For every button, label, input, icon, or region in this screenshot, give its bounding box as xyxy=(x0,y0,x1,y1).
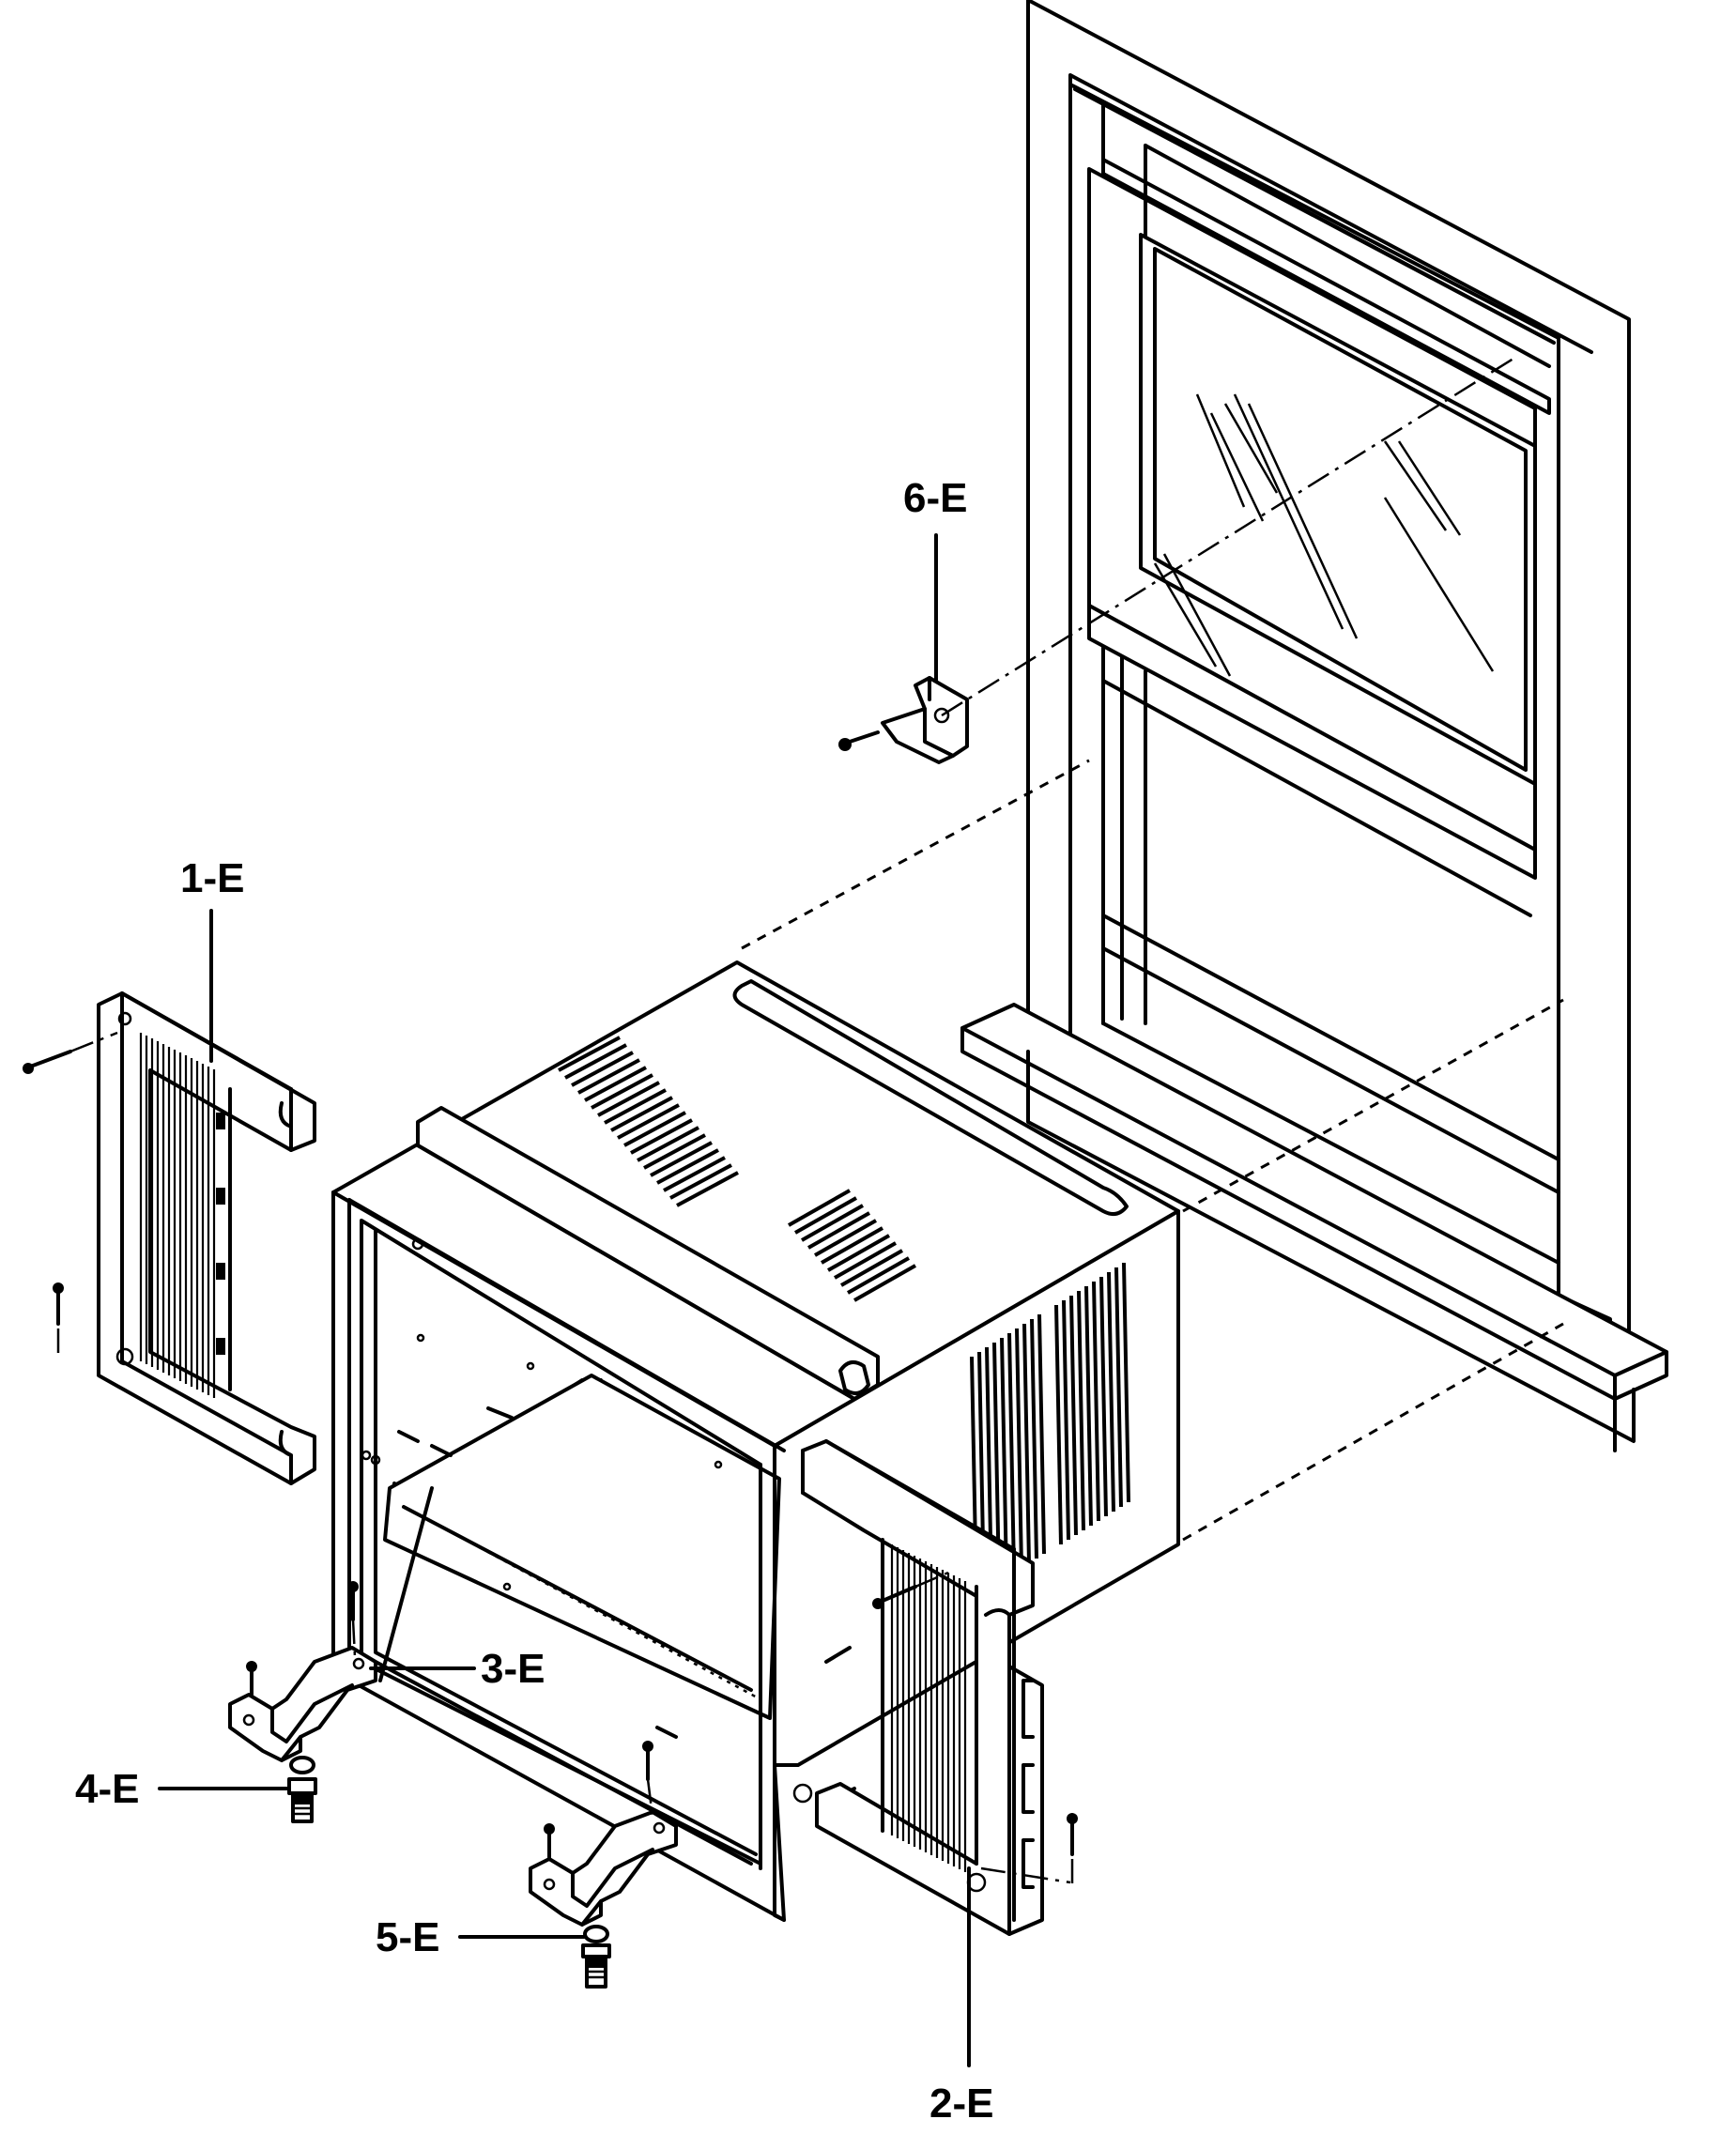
callout-1-e: 1-E xyxy=(180,855,244,1063)
left-curtain-panel xyxy=(23,991,316,1485)
screw-icon xyxy=(23,1031,118,1074)
callout-5-e: 5-E xyxy=(376,1914,586,1960)
callout-4-e: 4-E xyxy=(75,1766,291,1812)
callout-4-e-label: 4-E xyxy=(75,1766,139,1812)
window-lock-bracket xyxy=(838,355,1517,764)
callout-3-e: 3-E xyxy=(369,1646,545,1692)
callout-2-e: 2-E xyxy=(929,1866,993,2127)
callout-2-e-label: 2-E xyxy=(929,2081,993,2127)
support-bracket-upper xyxy=(228,1581,377,1762)
right-curtain-pleats xyxy=(890,1544,967,1872)
screw-icon xyxy=(642,1741,654,1818)
screw-icon xyxy=(838,730,880,751)
top-vent-left xyxy=(558,1036,739,1207)
callout-1-e-label: 1-E xyxy=(180,855,244,901)
screw-icon xyxy=(872,1571,949,1609)
screw-icon xyxy=(246,1661,257,1697)
callout-6-e: 6-E xyxy=(903,475,967,683)
top-vent-right xyxy=(788,1189,916,1302)
window-frame xyxy=(960,0,1668,1452)
assembly-guide-lines xyxy=(741,759,1564,1542)
right-curtain-panel xyxy=(801,1439,1078,1936)
callout-6-e-label: 6-E xyxy=(903,475,967,521)
callout-3-e-label: 3-E xyxy=(481,1646,545,1692)
support-bracket-lower xyxy=(529,1741,678,1927)
ac-cabinet xyxy=(331,960,1180,1922)
leveling-bolt-upper xyxy=(287,1756,317,1823)
screw-icon xyxy=(980,1813,1078,1887)
screw-icon xyxy=(53,1282,64,1357)
screw-icon xyxy=(347,1581,359,1658)
left-curtain-pleats xyxy=(139,1033,216,1398)
screw-icon xyxy=(544,1823,555,1859)
callout-5-e-label: 5-E xyxy=(376,1914,439,1960)
leveling-bolt-lower xyxy=(581,1925,611,1989)
